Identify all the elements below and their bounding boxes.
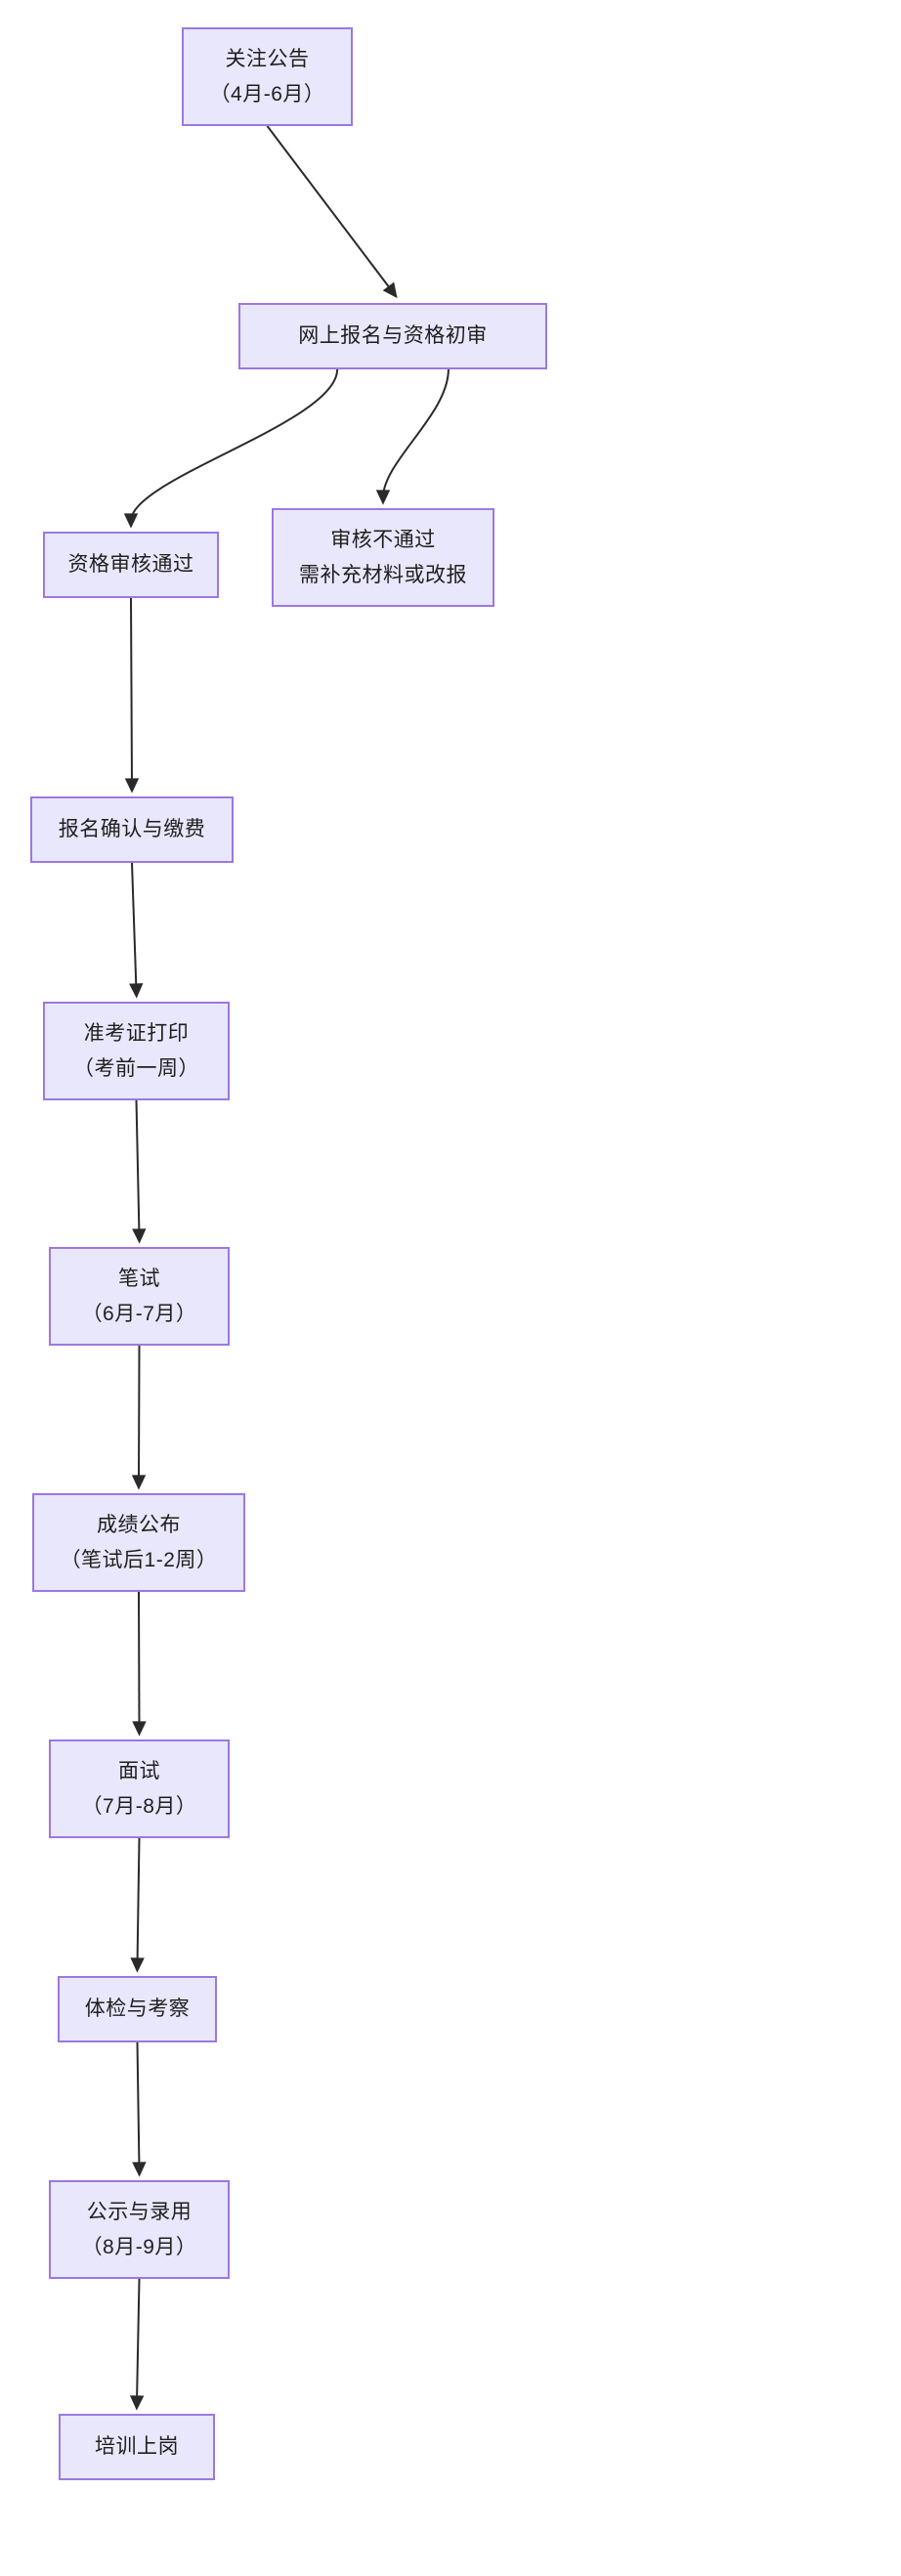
edge-n10-n11 [132, 2041, 147, 2177]
node-zhunkaozheng-dayin[interactable]: 准考证打印 （考前一周） [43, 1002, 230, 1100]
node-label-line: 成绩公布 [97, 1513, 181, 1536]
node-label-line: 需补充材料或改报 [299, 563, 467, 586]
edge-n3-n5 [124, 597, 140, 794]
edge-n7-n8 [131, 1345, 147, 1490]
node-label-line: （7月-8月） [81, 1794, 197, 1818]
node-bishi[interactable]: 笔试 （6月-7月） [49, 1247, 230, 1346]
node-shenhe-butongguo[interactable]: 审核不通过需补充材料或改报 [272, 508, 494, 607]
edge-n2-n3 [123, 368, 339, 529]
node-label-line: （4月-6月） [209, 82, 325, 106]
edge-n6-n7 [132, 1099, 147, 1244]
node-label-line: 网上报名与资格初审 [298, 324, 488, 347]
node-label-line: 培训上岗 [95, 2435, 179, 2458]
node-label-line: （8月-9月） [81, 2235, 197, 2258]
node-wangshang-baoming[interactable]: 网上报名与资格初审 [238, 303, 547, 369]
edge-n5-n6 [129, 862, 144, 999]
node-zige-shenhe-tongguo[interactable]: 资格审核通过 [43, 532, 219, 598]
node-label-line: 笔试 [118, 1267, 160, 1290]
node-label-line: 审核不通过 [330, 528, 436, 551]
node-mianshi[interactable]: 面试 （7月-8月） [49, 1739, 230, 1838]
node-baoming-queren-jiaofei[interactable]: 报名确认与缴费 [30, 796, 234, 863]
node-tijian-yu-kaocha[interactable]: 体检与考察 [58, 1976, 217, 2042]
edge-n8-n9 [132, 1591, 147, 1737]
node-label-line: 关注公告 [225, 47, 310, 70]
node-peixun-shanggang[interactable]: 培训上岗 [59, 2414, 215, 2480]
node-guanzhu-gonggao[interactable]: 关注公告 （4月-6月） [182, 27, 353, 126]
node-label-line: 公示与录用 [86, 2200, 193, 2223]
node-chengji-gongbu[interactable]: 成绩公布 （笔试后1-2周） [32, 1493, 245, 1592]
node-label-line: 面试 [118, 1759, 160, 1782]
node-label-line: 报名确认与缴费 [58, 818, 206, 840]
edge-n9-n10 [130, 1837, 145, 1973]
node-label-line: （笔试后1-2周） [60, 1548, 218, 1571]
node-gongshi-yu-luyong[interactable]: 公示与录用 （8月-9月） [49, 2180, 230, 2279]
node-label-line: 体检与考察 [84, 1997, 191, 2020]
node-label-line: （考前一周） [73, 1056, 199, 1080]
node-label-line: （6月-7月） [81, 1302, 197, 1325]
edge-n1-n2 [266, 125, 398, 299]
edge-n2-n4 [375, 368, 450, 505]
edge-n11-n12 [129, 2278, 145, 2411]
node-label-line: 准考证打印 [83, 1021, 190, 1045]
node-label-line: 资格审核通过 [67, 553, 194, 576]
